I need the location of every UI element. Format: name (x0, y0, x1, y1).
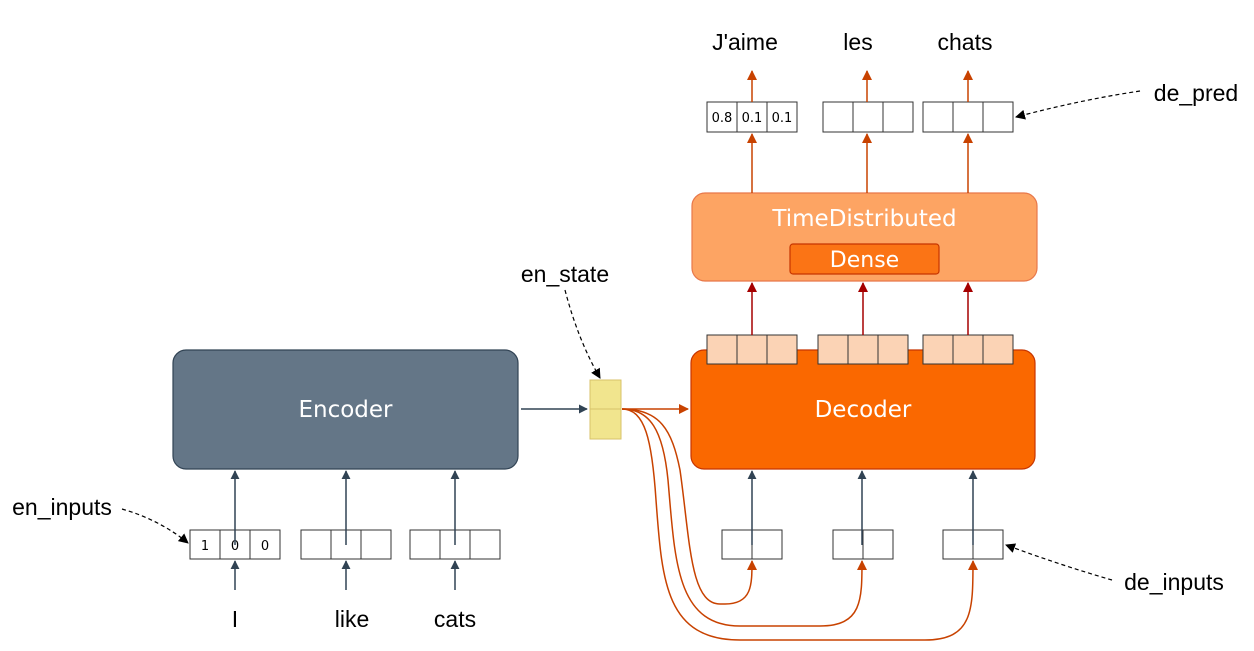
de-pred-vector-3 (922, 101, 1014, 133)
en-input-vector-1 (189, 529, 281, 560)
de-pred-vector-1 (706, 101, 798, 133)
en-input-cell-value: 0 (261, 539, 269, 554)
de-pred-vector-2 (822, 101, 914, 133)
en-input-cell-value: 0 (231, 539, 239, 554)
decoder-to-timedistributed-arrows (747, 282, 973, 335)
input-word: cats (434, 606, 476, 632)
decoder-block: Decoder (690, 349, 1036, 470)
en-state-label: en_state (521, 261, 609, 287)
dense-label: Dense (830, 248, 899, 273)
dense-block: Dense (789, 243, 940, 275)
encoder-block: Encoder (172, 349, 519, 470)
input-word: like (335, 606, 370, 632)
decoder-output-vector-2 (817, 334, 909, 365)
output-word: J'aime (712, 29, 778, 55)
de-input-vector-3 (942, 529, 1004, 560)
decoder-output-vector-3 (922, 334, 1014, 365)
state-to-de-input-curves (621, 408, 978, 641)
de-pred-cell-value: 0.1 (742, 111, 763, 126)
de-pred-cell-value: 0.8 (712, 111, 733, 126)
en-input-vector-2 (300, 529, 392, 560)
encoder-label: Encoder (298, 397, 393, 423)
vector-to-encoder-arrows (230, 470, 460, 545)
output-word: chats (938, 29, 993, 55)
pred-to-word-arrows (747, 70, 973, 102)
de-pred-label: de_pred (1154, 80, 1238, 106)
time-distributed-label: TimeDistributed (771, 206, 956, 232)
timedistributed-to-pred-arrows (747, 133, 973, 193)
input-word: I (232, 606, 238, 632)
en-inputs-label: en_inputs (12, 494, 112, 520)
annotation-arrows (121, 90, 1141, 581)
de-inputs-label: de_inputs (1124, 569, 1224, 595)
output-word: les (843, 29, 872, 55)
de-input-vector-1 (721, 529, 783, 560)
en-input-cell-value: 1 (201, 539, 209, 554)
de-input-to-decoder-arrows (747, 470, 978, 545)
decoder-output-vector-1 (706, 334, 798, 365)
decoder-label: Decoder (815, 397, 912, 423)
de-input-vector-2 (832, 529, 894, 560)
de-pred-cell-value: 0.1 (772, 111, 793, 126)
word-to-vector-arrows (230, 560, 460, 590)
en-state-vector (589, 379, 622, 440)
time-distributed-block: TimeDistributed (691, 192, 1038, 282)
